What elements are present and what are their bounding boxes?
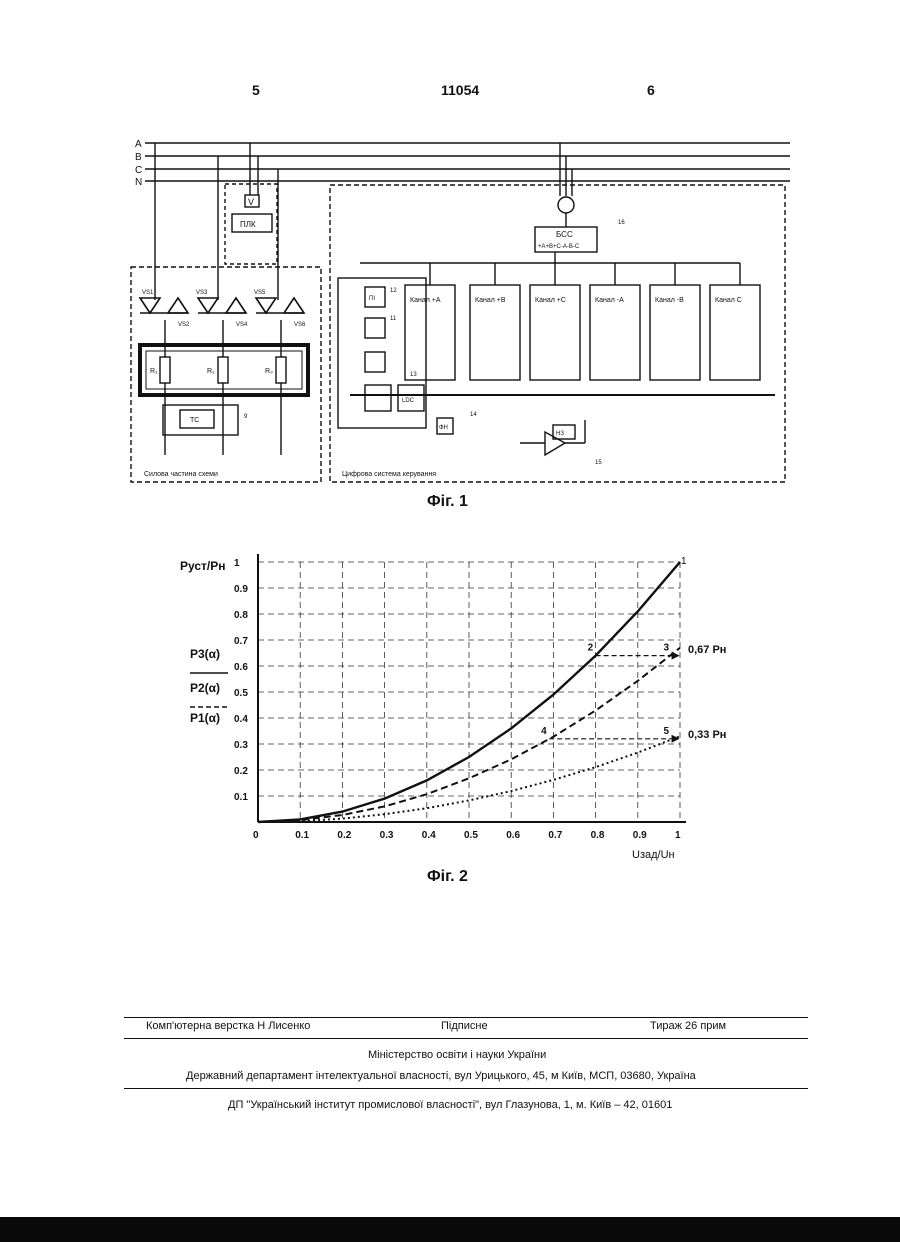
x-tick-label: 0.8	[591, 830, 605, 841]
circuit-diagram: A B C N V ПЛК БСС +A+B+C-A-B-C Силова ча…	[0, 0, 900, 500]
load-label-1: R₁	[150, 368, 158, 375]
x-tick-label: 0.7	[548, 830, 562, 841]
footer-ministry: Міністерство освіти і науки України	[368, 1049, 546, 1061]
fig2-caption: Фіг. 2	[427, 868, 468, 886]
ref-label-14: 14	[470, 412, 477, 418]
fig1-caption: Фіг. 1	[427, 493, 468, 511]
thyristor-label-1: VS1	[142, 290, 154, 296]
digital-system-label: Цифрова система керування	[342, 471, 436, 478]
footer-typesetter: Комп'ютерна верстка Н Лисенко	[146, 1020, 310, 1032]
footer-rule-top	[124, 1017, 808, 1018]
x-tick-label: 0.4	[422, 830, 436, 841]
annotation-067: 0,67 Pн	[688, 644, 726, 656]
thyristor-label-4: VS4	[236, 322, 248, 328]
bus-label-n: N	[135, 177, 142, 188]
x-tick-label: 0.3	[380, 830, 394, 841]
x-tick-label: 0.5	[464, 830, 478, 841]
footer-department: Державний департамент інтелектуальної вл…	[186, 1070, 696, 1082]
bss-label: БСС	[556, 230, 573, 239]
footer-rule-bottom	[124, 1088, 808, 1089]
y-tick-label: 0.7	[234, 636, 248, 647]
power-chart: 0 0.1 0.2 0.3 0.4 0.5 0.6 0.7 0.8 0.9 1 0.1 0.2 0.3 0.…	[0, 540, 900, 880]
power-part-label: Силова частина схеми	[144, 471, 218, 478]
legend-p2: P2(α)	[190, 681, 220, 695]
annotation-033: 0,33 Pн	[688, 729, 726, 741]
x-axis-label: Uзад/Uн	[632, 849, 675, 861]
y-tick-label: 0.9	[234, 584, 248, 595]
load-label-3: R₃	[265, 368, 273, 375]
thyristor-label-3: VS3	[196, 290, 208, 296]
y-tick-label: 0.5	[234, 688, 248, 699]
curve-marker-label: 3	[664, 643, 670, 654]
thyristor-label-6: VS6	[294, 322, 306, 328]
curve-marker-label: 4	[541, 726, 547, 737]
y-tick-label: 0.3	[234, 740, 248, 751]
x-tick-label: 0.1	[295, 830, 309, 841]
channel-label-3: Канал +C	[535, 297, 566, 304]
legend-p3: P3(α)	[190, 647, 220, 661]
curve-marker-label: 5	[664, 726, 670, 737]
ref-label-9: 9	[244, 414, 248, 420]
bss-ports-label: +A+B+C-A-B-C	[538, 244, 580, 250]
y-tick-label: 0.2	[234, 766, 248, 777]
channel-label-1: Канал +А	[410, 297, 441, 304]
fn-label: ФН	[439, 425, 448, 431]
x-tick-label: 1	[675, 830, 681, 841]
ref-label-15: 15	[595, 460, 602, 466]
footer-print-run: Тираж 26 прим	[650, 1020, 726, 1032]
y-tick-label: 0.6	[234, 662, 248, 673]
y-axis-label: Pуст/Pн	[180, 559, 226, 573]
bus-label-a: A	[135, 139, 142, 150]
channel-label-6: Канал C	[715, 297, 742, 304]
legend-p1: P1(α)	[190, 711, 220, 725]
voltmeter-label: V	[248, 197, 254, 207]
x-tick-label: 0.6	[506, 830, 520, 841]
pi-label: ПІ	[369, 296, 375, 302]
x-tick-label: 0	[253, 830, 259, 841]
x-tick-label: 0.2	[337, 830, 351, 841]
y-tick-label: 0.8	[234, 610, 248, 621]
load-label-2: R₂	[207, 368, 215, 375]
channel-label-5: Канал -B	[655, 297, 684, 304]
thyristor-label-5: VS5	[254, 290, 266, 296]
footer-signed: Підписне	[441, 1020, 488, 1032]
thyristor-label-2: VS2	[178, 322, 190, 328]
tc-label: TC	[190, 417, 199, 424]
ldc-label: LDC	[402, 398, 415, 404]
channel-label-4: Канал -A	[595, 297, 624, 304]
footer-rule-mid	[124, 1038, 808, 1039]
curve-label-1: 1	[681, 556, 687, 567]
ref-label-11: 11	[390, 316, 397, 322]
ref-label-16: 16	[618, 220, 625, 226]
bus-label-b: B	[135, 152, 142, 163]
y-tick-label: 1	[234, 558, 240, 569]
scan-edge-band	[0, 1217, 900, 1242]
plk-label: ПЛК	[240, 220, 256, 229]
curve-marker-label: 2	[588, 643, 594, 654]
ref-label-13: 13	[410, 372, 417, 378]
ref-label-12: 12	[390, 288, 397, 294]
y-tick-label: 0.4	[234, 714, 248, 725]
x-tick-label: 0.9	[633, 830, 647, 841]
nz-label: НЗ	[556, 431, 564, 437]
bus-label-c: C	[135, 165, 142, 176]
arrow-head-1	[672, 652, 680, 660]
footer-institute: ДП "Український інститут промислової вла…	[228, 1099, 672, 1111]
series-line-3	[258, 736, 680, 822]
y-tick-label: 0.1	[234, 792, 248, 803]
channel-label-2: Канал +B	[475, 297, 506, 304]
